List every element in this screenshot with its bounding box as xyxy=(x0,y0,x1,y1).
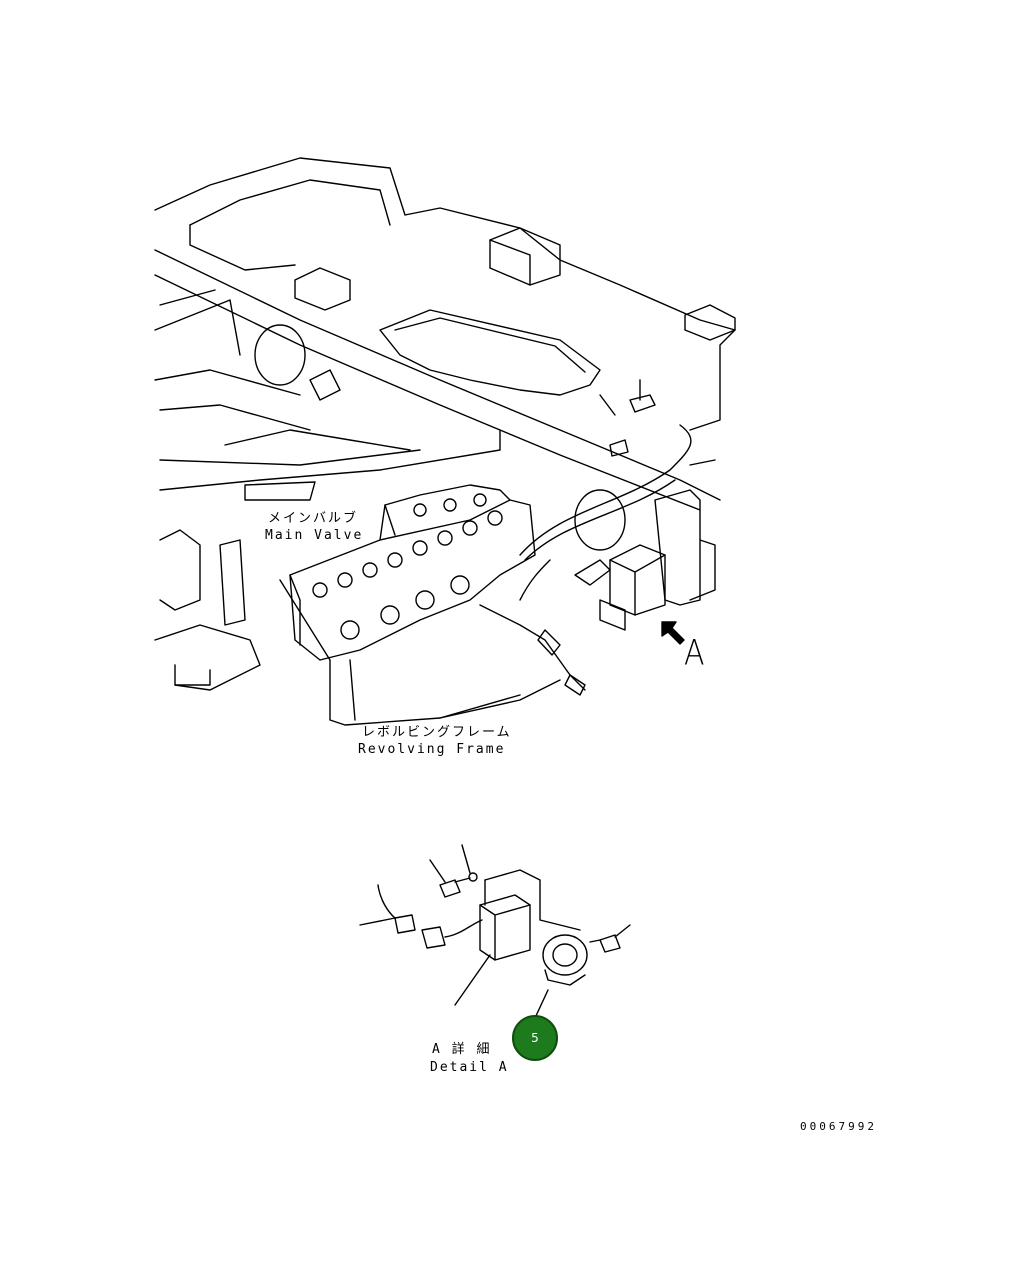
revolving-frame-label-jp: レボルビングフレーム xyxy=(362,725,512,740)
detail-a-label-en: Detail A xyxy=(430,1060,509,1075)
main-valve-label-jp: メインバルブ xyxy=(268,511,359,526)
main-valve-label-en: Main Valve xyxy=(265,528,364,543)
relay-box-upper-drawing xyxy=(599,544,666,631)
part-callout-5[interactable]: 5 xyxy=(512,1015,558,1061)
detail-a-label-jp: A 詳 細 xyxy=(432,1042,492,1057)
part-callout-number: 5 xyxy=(531,1031,539,1045)
detail-a-drawing xyxy=(359,844,631,1019)
main-valve-drawing xyxy=(289,424,692,696)
revolving-frame-label-en: Revolving Frame xyxy=(358,742,506,757)
view-arrow-icon xyxy=(661,621,685,645)
drawing-number: 00067992 xyxy=(800,1120,877,1133)
view-letter-a: A xyxy=(684,633,705,674)
revolving-frame-drawing xyxy=(154,157,736,726)
